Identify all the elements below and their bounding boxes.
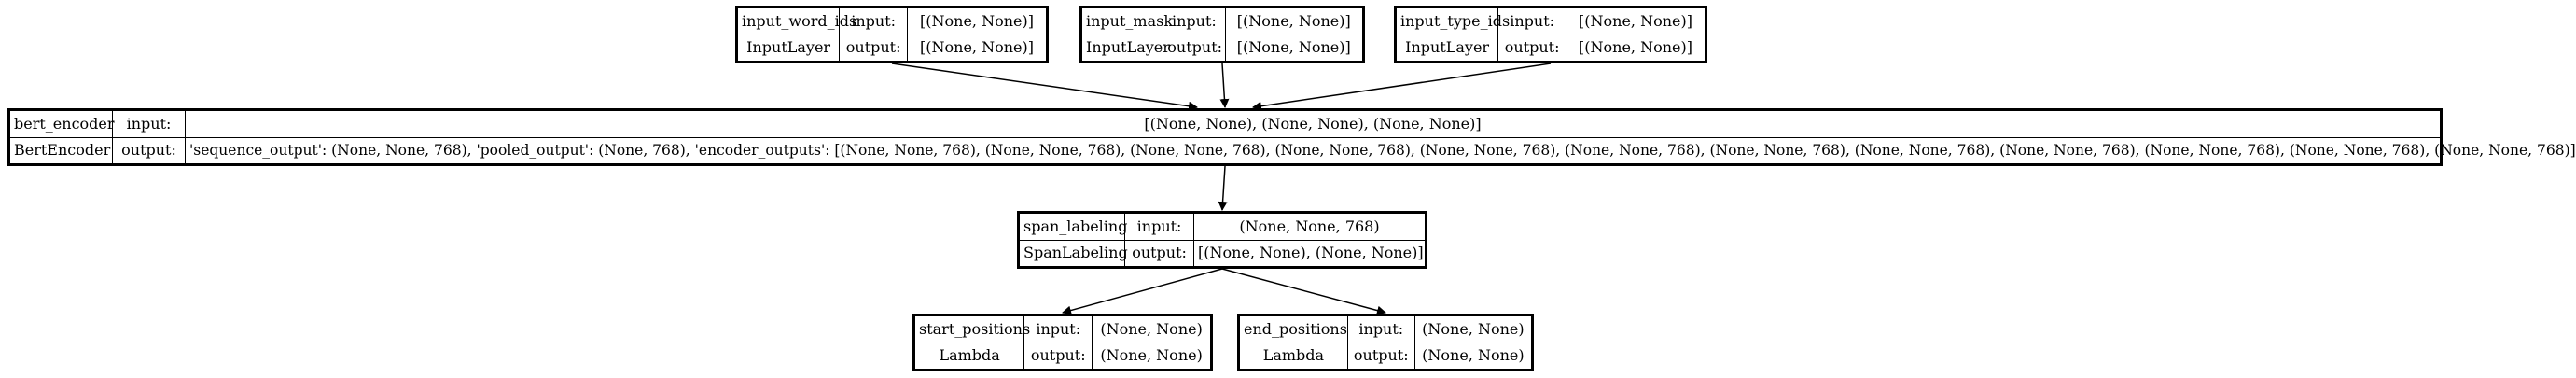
layer-type: Lambda xyxy=(1239,342,1348,370)
input-label: input: xyxy=(1346,315,1415,343)
input-shape: (None, None) xyxy=(1413,315,1533,343)
input-shape: [(None, None), (None, None), (None, None… xyxy=(185,110,2441,138)
output-label: output: xyxy=(1023,342,1093,370)
model-graph: input_word_ids input: [(None, None)] Inp… xyxy=(7,6,2576,371)
input-label: input: xyxy=(1163,7,1226,35)
input-shape: (None, None) xyxy=(1092,315,1211,343)
layer-name: input_mask xyxy=(1080,7,1173,35)
layer-type: InputLayer xyxy=(1395,34,1499,62)
node-span-labeling: span_labeling input: (None, None, 768) S… xyxy=(1017,211,1427,269)
layer-name: bert_encoder xyxy=(9,110,115,138)
output-shape: [(None, None)] xyxy=(907,34,1047,62)
layer-type: BertEncoder xyxy=(9,136,113,164)
edge-span_labeling-to-end_positions xyxy=(1221,268,1386,315)
output-shape: (None, None) xyxy=(1092,342,1211,370)
node-input-mask: input_mask input: [(None, None)] InputLa… xyxy=(1079,6,1365,63)
node-input-type-ids: input_type_ids input: [(None, None)] Inp… xyxy=(1394,6,1707,63)
output-label: output: xyxy=(839,34,909,62)
layer-type: InputLayer xyxy=(1080,34,1170,62)
input-shape: [(None, None)] xyxy=(1566,7,1706,35)
edge-layer xyxy=(891,63,1552,315)
node-end-positions: end_positions input: (None, None) Lambda… xyxy=(1237,314,1534,371)
input-shape: [(None, None)] xyxy=(907,7,1047,35)
input-label: input: xyxy=(839,7,909,35)
output-label: output: xyxy=(1497,34,1567,62)
input-label: input: xyxy=(1124,213,1195,241)
output-label: output: xyxy=(1346,342,1415,370)
layer-name: input_word_ids xyxy=(736,7,856,35)
edge-span_labeling-to-start_positions xyxy=(1062,268,1223,315)
node-start-positions: start_positions input: (None, None) Lamb… xyxy=(912,314,1213,371)
node-bert-encoder: bert_encoder input: [(None, None), (None… xyxy=(7,108,2576,166)
node-input-word-ids: input_word_ids input: [(None, None)] Inp… xyxy=(735,6,1049,63)
output-label: output: xyxy=(1124,239,1195,267)
layer-type: InputLayer xyxy=(736,34,841,62)
layer-type: Lambda xyxy=(913,342,1025,370)
layer-name: input_type_ids xyxy=(1395,7,1510,35)
layer-type: SpanLabeling xyxy=(1018,239,1128,267)
edge-input_mask-to-bert_encoder xyxy=(1219,63,1230,108)
edge-input_type_ids-to-bert_encoder xyxy=(1252,63,1552,111)
output-shape: 'sequence_output': (None, None, 768), 'p… xyxy=(185,136,2576,164)
output-label: output: xyxy=(112,136,186,164)
layer-name: span_labeling xyxy=(1018,213,1127,241)
output-shape: [(None, None)] xyxy=(1224,34,1363,62)
input-label: input: xyxy=(1023,315,1093,343)
input-shape: [(None, None)] xyxy=(1224,7,1363,35)
output-shape: [(None, None)] xyxy=(1566,34,1706,62)
output-label: output: xyxy=(1163,34,1226,62)
layer-name: end_positions xyxy=(1239,315,1348,343)
output-shape: [(None, None), (None, None)] xyxy=(1193,239,1426,267)
input-label: input: xyxy=(112,110,186,138)
layer-name: start_positions xyxy=(913,315,1030,343)
input-shape: (None, None, 768) xyxy=(1193,213,1426,241)
output-shape: (None, None) xyxy=(1413,342,1533,370)
edge-input_word_ids-to-bert_encoder xyxy=(891,63,1198,111)
edge-bert_encoder-to-span_labeling xyxy=(1218,165,1228,211)
